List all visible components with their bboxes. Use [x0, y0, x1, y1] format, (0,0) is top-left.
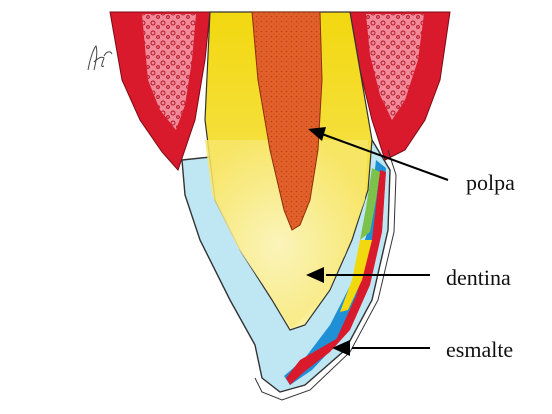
label-esmalte: esmalte [446, 337, 513, 363]
artist-signature [88, 46, 112, 70]
label-polpa: polpa [466, 170, 515, 196]
label-dentina: dentina [446, 265, 511, 291]
arrow-esmalte [332, 340, 430, 356]
left-gingiva [110, 12, 210, 170]
